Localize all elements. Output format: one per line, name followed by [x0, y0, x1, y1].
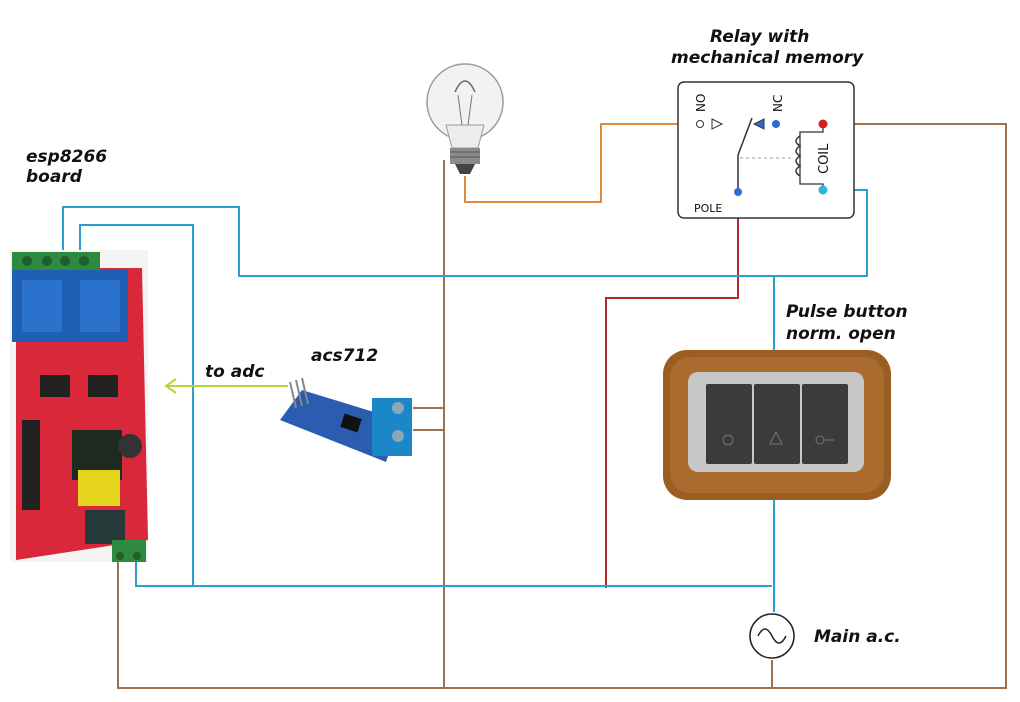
mains-ac-label: Main a.c.	[814, 627, 901, 647]
coil-terminal-red	[818, 119, 828, 129]
relay-title-line2: mechanical memory	[671, 48, 864, 68]
coil-terminal-blue	[818, 185, 828, 195]
pole-terminal	[734, 188, 742, 196]
blue-top-run	[62, 189, 868, 277]
relay-box: NO NC COIL POLE	[677, 81, 855, 219]
red-wire-pole	[605, 192, 739, 588]
relay-nc-label: NC	[771, 95, 785, 112]
adc-arrow	[164, 378, 288, 394]
relay-pole-label: POLE	[694, 202, 722, 215]
terminal-block-top	[12, 252, 100, 270]
wall-switch	[663, 350, 891, 500]
relay-title-line1: Relay with	[710, 27, 809, 47]
brown-wires	[117, 123, 1007, 689]
switch-key-right	[802, 384, 848, 464]
switch-key-left	[706, 384, 752, 464]
relay-coil-label: COIL	[817, 143, 832, 174]
ac-source-icon	[749, 613, 795, 659]
acs-terminal-block	[372, 398, 412, 456]
bell-icon	[769, 430, 783, 445]
pulse-button-line2: norm. open	[786, 324, 896, 344]
switch-key-middle	[754, 384, 800, 464]
esp-label-line2: board	[26, 167, 83, 187]
coil-winding	[795, 135, 802, 177]
relay-switch-arm	[737, 117, 753, 156]
acs712-module	[276, 377, 414, 474]
pulse-button-line1: Pulse button	[786, 302, 908, 322]
blue-board-to-bottom	[79, 224, 194, 587]
to-adc-label: to adc	[205, 362, 264, 382]
light-bulb-icon	[426, 63, 504, 174]
esp-label-line1: esp8266	[26, 147, 107, 167]
acs712-label: acs712	[311, 346, 378, 366]
transformer	[78, 470, 120, 506]
esp8266-board	[10, 250, 148, 562]
orange-wire-no	[464, 123, 700, 203]
brown-bottom-loop	[117, 123, 1007, 689]
relay-no-label: NO	[694, 94, 708, 112]
power-icon	[722, 434, 734, 446]
pin-header	[22, 420, 40, 510]
